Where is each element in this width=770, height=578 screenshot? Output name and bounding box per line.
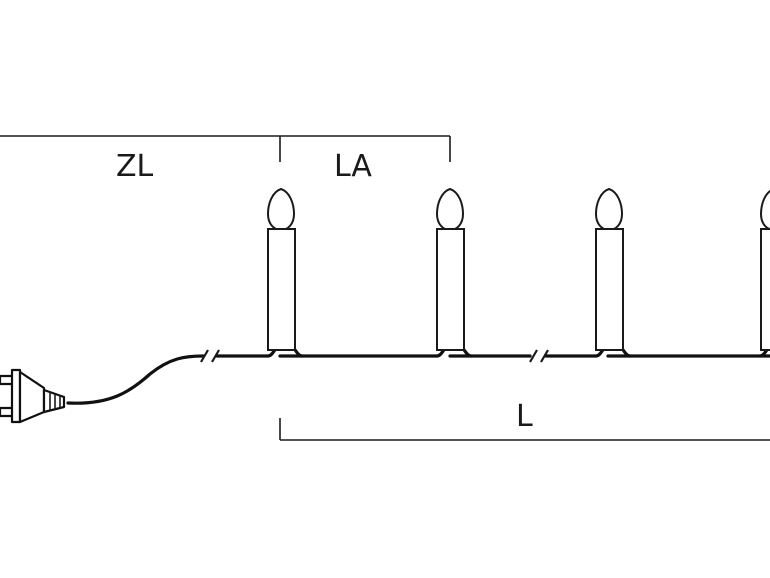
plug-face bbox=[10, 368, 22, 424]
cable-break-mark-2a bbox=[529, 349, 538, 363]
plug-strain-relief bbox=[42, 388, 66, 414]
plug-icon bbox=[0, 368, 66, 424]
la-label: LA bbox=[334, 149, 372, 184]
candle-1 bbox=[266, 187, 296, 351]
candle-body bbox=[436, 228, 465, 351]
flame-icon bbox=[435, 187, 465, 232]
candle-body bbox=[760, 228, 770, 351]
plug-body bbox=[18, 370, 46, 424]
candle-3 bbox=[594, 187, 624, 351]
l-dimension-bracket bbox=[279, 418, 770, 441]
candle-2 bbox=[435, 187, 465, 351]
candle-4 bbox=[759, 189, 770, 351]
flame-icon bbox=[594, 187, 624, 232]
l-label: L bbox=[516, 399, 533, 434]
zl-label: ZL bbox=[116, 149, 154, 184]
candle-body bbox=[595, 228, 624, 351]
flame-icon bbox=[266, 187, 296, 232]
candle-body bbox=[267, 228, 296, 351]
cable-break-mark-1a bbox=[200, 349, 209, 363]
flame-icon bbox=[759, 189, 770, 231]
cable bbox=[66, 347, 770, 405]
top-dimension-brackets bbox=[0, 135, 451, 162]
feed-cable bbox=[66, 354, 205, 405]
